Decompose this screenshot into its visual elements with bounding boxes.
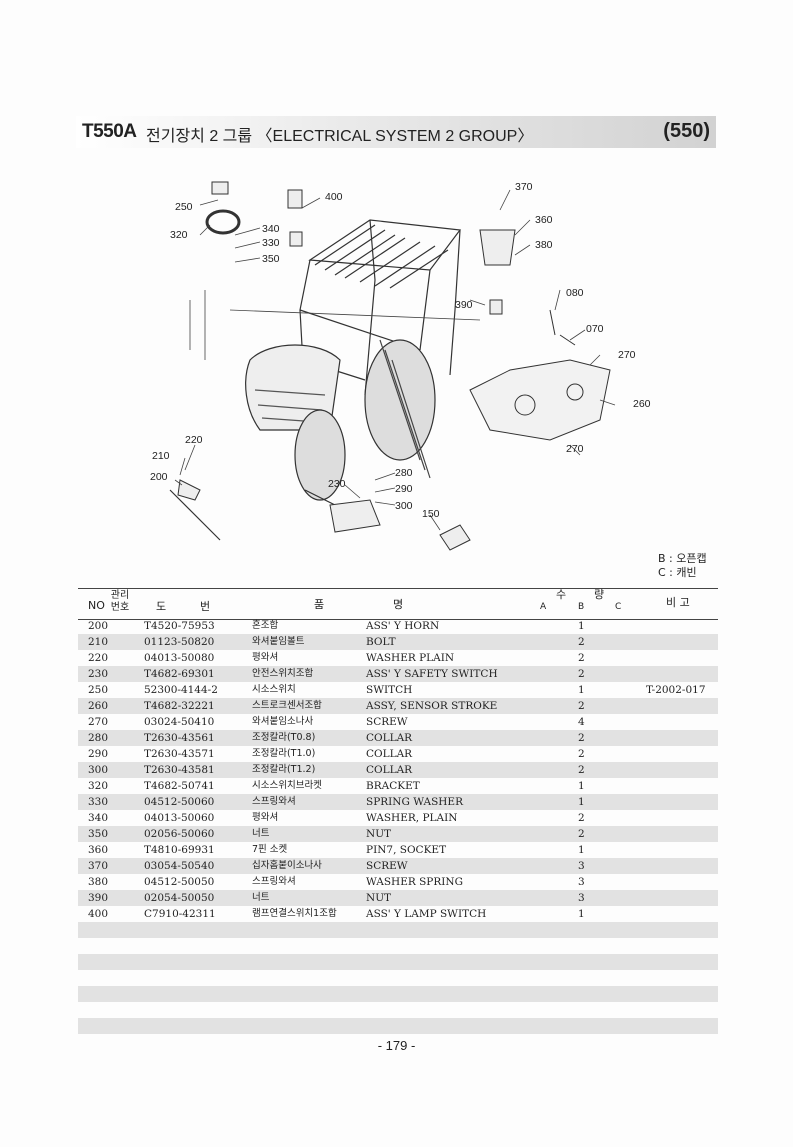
section-code: (550): [663, 120, 710, 142]
header-qty-a: A: [540, 602, 547, 612]
legend-c: C : 캐빈: [658, 566, 697, 579]
callout-340: 340: [262, 223, 280, 235]
table-row-empty: [78, 954, 718, 970]
callout-350: 350: [262, 253, 280, 265]
header-name-2: 명: [393, 598, 404, 611]
legend: B : 오픈캡 C : 캐빈: [658, 552, 707, 580]
table-row-empty: [78, 986, 718, 1002]
callout-250: 250: [175, 201, 193, 213]
callout-380: 380: [535, 239, 553, 251]
switch-parts: [177, 181, 516, 551]
header-qty-1: 수: [556, 588, 567, 601]
section-header: T550A 전기장치 2 그룹 〈ELECTRICAL SYSTEM 2 GRO…: [76, 116, 716, 148]
legend-b: B : 오픈캡: [658, 552, 707, 565]
table-row-empty: [78, 1018, 718, 1034]
header-name-1: 품: [314, 598, 325, 611]
model-number: T550A: [82, 121, 137, 142]
header-drawing-1: 도: [156, 600, 167, 613]
callout-320: 320: [170, 229, 188, 241]
table-header: NO 관리 번호 도 번 품 명 수 량 A B C 비 고: [78, 588, 718, 620]
exploded-parts-diagram: 250 320 340 330 350 400 370 360 380 390 …: [150, 181, 651, 551]
stroke-sensor-assembly: [469, 309, 611, 441]
callout-400: 400: [325, 191, 343, 203]
callout-200: 200: [150, 471, 168, 483]
callout-370: 370: [515, 181, 533, 193]
callout-300: 300: [395, 500, 413, 512]
header-qty-c: C: [615, 602, 622, 612]
page-number: - 179 -: [377, 1038, 416, 1053]
callout-270-upper: 270: [618, 349, 636, 361]
header-no: NO: [88, 599, 105, 612]
callout-080: 080: [566, 287, 584, 299]
table-row-empty: [78, 1002, 718, 1018]
header-remarks: 비 고: [666, 596, 690, 609]
callout-260: 260: [633, 398, 651, 410]
section-title: 전기장치 2 그룹 〈ELECTRICAL SYSTEM 2 GROUP〉: [146, 128, 534, 145]
callout-070: 070: [586, 323, 604, 335]
table-row-empty: [78, 922, 718, 938]
leader-lines: [174, 189, 616, 531]
callout-280: 280: [395, 467, 413, 479]
callout-150: 150: [422, 508, 440, 520]
callout-390: 390: [455, 299, 473, 311]
header-mgmt-no: 관리 번호: [110, 590, 130, 613]
callout-270-lower: 270: [566, 443, 584, 455]
table-row-empty: [78, 970, 718, 986]
callout-230: 230: [328, 478, 346, 490]
callout-210: 210: [152, 450, 170, 462]
header-qty-2: 량: [594, 588, 605, 601]
header-qty-b: B: [578, 602, 585, 612]
callout-330: 330: [262, 237, 280, 249]
callout-290: 290: [395, 483, 413, 495]
header-drawing-2: 번: [200, 600, 211, 613]
callout-220: 220: [185, 434, 203, 446]
callout-360: 360: [535, 214, 553, 226]
table-row-empty: [78, 938, 718, 954]
tractor-cabin-illustration: [169, 219, 462, 541]
callout-labels: 250 320 340 330 350 400 370 360 380 390 …: [150, 181, 651, 520]
